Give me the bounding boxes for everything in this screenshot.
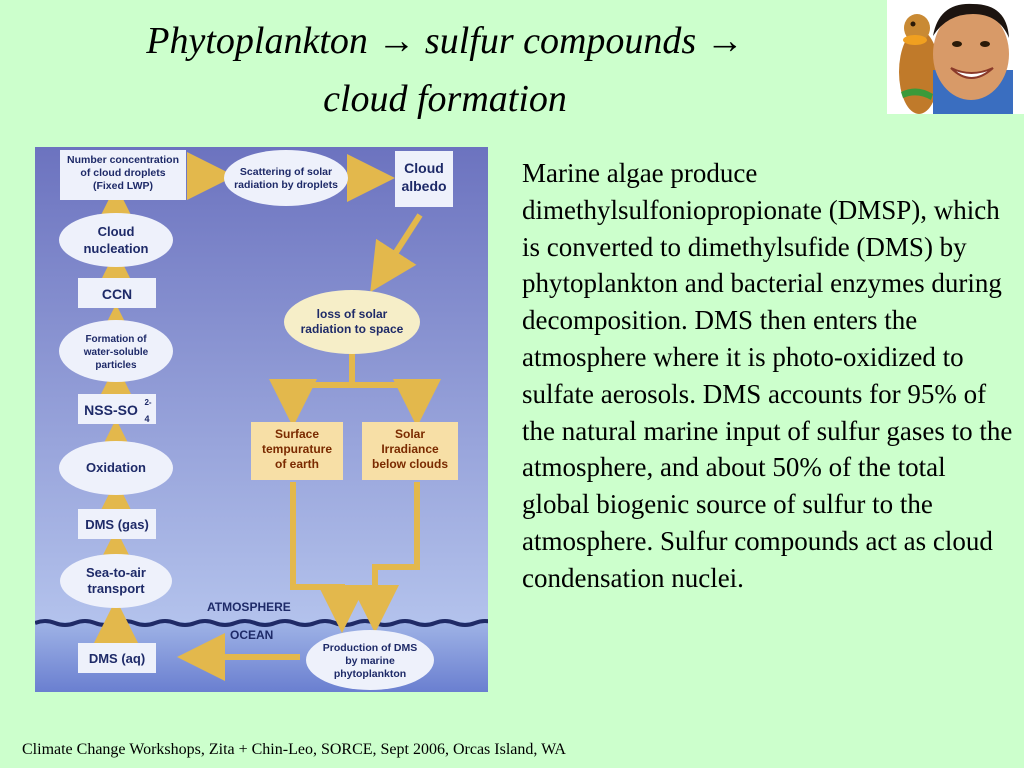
svg-text:Production of DMS: Production of DMS	[323, 642, 418, 654]
atmosphere-label: ATMOSPHERE	[207, 600, 291, 614]
svg-text:DMS (aq): DMS (aq)	[89, 651, 145, 666]
presenter-photo	[887, 0, 1024, 114]
svg-text:Cloud: Cloud	[404, 160, 444, 176]
svg-text:Surface: Surface	[275, 427, 319, 441]
svg-text:radiation by droplets: radiation by droplets	[234, 179, 338, 191]
node-solar-irradiance: Solar Irradiance below clouds	[362, 422, 458, 480]
svg-text:Solar: Solar	[395, 427, 425, 441]
title-line-1: Phytoplankton → sulfur compounds →	[146, 20, 744, 62]
svg-text:tempurature: tempurature	[262, 442, 332, 456]
node-ccn: CCN	[78, 278, 156, 308]
node-cloud-nucleation: Cloud nucleation	[59, 213, 173, 267]
slide-title: Phytoplankton → sulfur compounds → cloud…	[40, 12, 850, 128]
body-paragraph: Marine algae produce dimethylsulfoniopro…	[522, 158, 1013, 593]
title-line-2: cloud formation	[323, 78, 567, 120]
svg-text:phytoplankton: phytoplankton	[334, 668, 406, 680]
svg-text:Cloud: Cloud	[98, 224, 135, 239]
node-loss-of-solar: loss of solar radiation to space	[284, 290, 420, 354]
svg-text:below clouds: below clouds	[372, 457, 448, 471]
node-production: Production of DMS by marine phytoplankto…	[306, 630, 434, 690]
svg-text:Number concentration: Number concentration	[67, 154, 179, 166]
svg-text:transport: transport	[87, 581, 145, 596]
node-sea-to-air: Sea-to-air transport	[60, 554, 172, 608]
node-dms-gas: DMS (gas)	[78, 509, 156, 539]
svg-text:particles: particles	[95, 360, 137, 371]
svg-text:of earth: of earth	[275, 457, 319, 471]
svg-text:Irradiance: Irradiance	[381, 442, 439, 456]
node-surface-temperature: Surface tempurature of earth	[251, 422, 343, 480]
svg-text:CCN: CCN	[102, 286, 132, 302]
node-dms-aq: DMS (aq)	[78, 643, 156, 673]
svg-text:(Fixed LWP): (Fixed LWP)	[93, 180, 153, 192]
svg-text:Sea-to-air: Sea-to-air	[86, 565, 146, 580]
svg-text:albedo: albedo	[401, 178, 446, 194]
svg-text:Oxidation: Oxidation	[86, 460, 146, 475]
svg-text:of cloud droplets: of cloud droplets	[80, 167, 165, 179]
svg-text:by marine: by marine	[345, 655, 395, 667]
node-oxidation: Oxidation	[59, 441, 173, 495]
svg-text:loss of solar: loss of solar	[317, 307, 388, 321]
footer-credit: Climate Change Workshops, Zita + Chin-Le…	[22, 741, 566, 758]
node-cloud-albedo: Cloud albedo	[395, 151, 453, 207]
ocean-label: OCEAN	[230, 628, 273, 642]
svg-text:nucleation: nucleation	[83, 241, 148, 256]
svg-text:NSS-SO: NSS-SO	[84, 402, 138, 418]
svg-text:4: 4	[144, 414, 149, 424]
dms-cloud-feedback-diagram: Number concentration of cloud droplets (…	[34, 147, 496, 692]
svg-text:Scattering of solar: Scattering of solar	[240, 166, 332, 178]
svg-text:water-soluble: water-soluble	[83, 347, 149, 358]
svg-text:Formation of: Formation of	[85, 334, 147, 345]
svg-text:radiation to space: radiation to space	[301, 322, 404, 336]
node-nss-so4: NSS-SO 2- 4	[78, 394, 156, 424]
svg-text:DMS (gas): DMS (gas)	[85, 517, 149, 532]
node-number-concentration: Number concentration of cloud droplets (…	[60, 150, 186, 200]
svg-text:2-: 2-	[144, 398, 151, 407]
node-formation: Formation of water-soluble particles	[59, 320, 173, 382]
node-scattering: Scattering of solar radiation by droplet…	[224, 150, 348, 206]
